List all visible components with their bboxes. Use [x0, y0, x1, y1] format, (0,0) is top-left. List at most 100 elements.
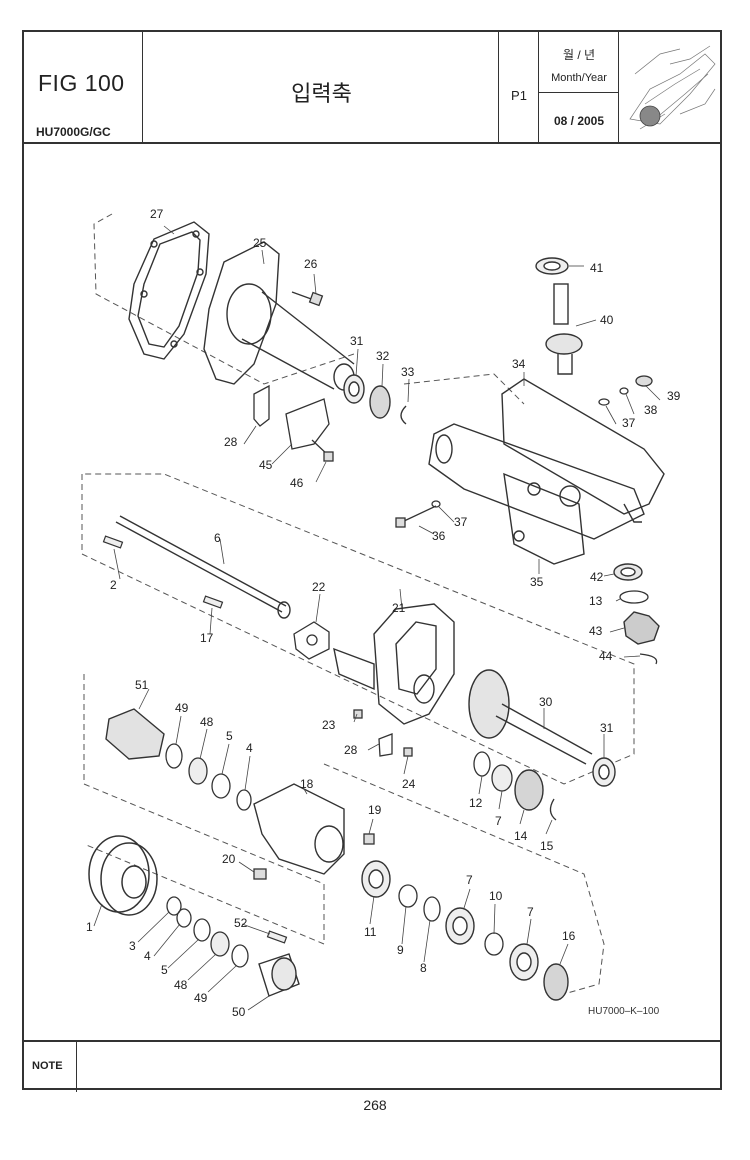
part-clip-33 [400, 405, 407, 425]
date-label-korean: 월 / 년 [562, 48, 596, 62]
part-gear-14 [514, 769, 544, 811]
callout-label: 44 [599, 649, 613, 663]
callout-label: 37 [454, 515, 468, 529]
part-needle-bearing-50 [258, 953, 300, 997]
drawing-reference-code: HU7000–K–100 [588, 1006, 660, 1017]
callout-label: 10 [489, 889, 503, 903]
date-value: 08 / 2005 [553, 114, 605, 128]
part-gasket-27 [128, 221, 210, 360]
part-key-2 [102, 535, 124, 549]
callout-label: 14 [514, 829, 528, 843]
callout-label: 40 [600, 313, 614, 327]
leader-dashed-33 [403, 373, 525, 405]
part-ring-12 [473, 751, 491, 777]
callout-label: 33 [401, 365, 415, 379]
part-key-17 [202, 595, 224, 609]
part-ring-4-lower [176, 908, 192, 928]
callout-label: 28 [344, 743, 358, 757]
group-outline-middle [81, 473, 635, 785]
callout-label: 38 [644, 403, 658, 417]
callout-label: 26 [304, 257, 318, 271]
callout-label: 24 [402, 777, 416, 791]
callout-label: 34 [512, 357, 526, 371]
callout-label: 22 [312, 580, 326, 594]
part-bearing-48-lower [210, 931, 230, 957]
callout-label: 49 [175, 701, 189, 715]
part-ring-3 [166, 896, 182, 916]
part-circlip-8 [423, 896, 441, 922]
part-housing-18 [253, 783, 345, 875]
callout-label: 16 [562, 929, 576, 943]
part-pinion-shaft-40 [545, 283, 583, 375]
callout-label: 37 [622, 416, 636, 430]
part-sprocket-shaft-30 [468, 669, 593, 765]
part-bolt-26 [291, 291, 324, 307]
part-spacer-9 [398, 884, 418, 908]
page-title: 입력축 [291, 81, 352, 106]
part-washers-37-38-39 [598, 375, 653, 406]
callout-label: 1 [86, 920, 93, 934]
callout-label: 7 [527, 905, 534, 919]
callout-label: 31 [350, 334, 364, 348]
group-outline-top [93, 213, 355, 385]
date-label-english: Month/Year [551, 72, 607, 84]
part-bracket-28-top [253, 384, 270, 427]
note-label: NOTE [32, 1060, 63, 1072]
part-bearing-7-upper [491, 764, 513, 792]
page-number: 268 [363, 1097, 387, 1113]
part-pulley-1 [88, 835, 158, 916]
callout-label: 9 [397, 943, 404, 957]
part-sprocket-43 [623, 611, 660, 645]
callout-label: 15 [540, 839, 554, 853]
callout-label: 25 [253, 236, 267, 250]
part-housing-34-35 [428, 378, 665, 565]
part-bearing-7-mid [445, 907, 475, 945]
part-ring-13 [619, 590, 649, 604]
callout-label: 48 [174, 978, 188, 992]
callout-label: 18 [300, 777, 314, 791]
part-ring-49-lower [231, 944, 249, 968]
callout-label: 48 [200, 715, 214, 729]
callout-label: 49 [194, 991, 208, 1005]
part-circlip-5 [211, 773, 231, 799]
callout-label: 7 [495, 814, 502, 828]
callout-label: 2 [110, 578, 117, 592]
group-outline-lower [83, 674, 325, 945]
part-bearing-41 [535, 257, 569, 275]
callout-label: 4 [144, 949, 151, 963]
callout-label: 45 [259, 458, 273, 472]
callout-label: 12 [469, 796, 483, 810]
part-bearing-31-top [343, 374, 365, 404]
callout-label: 27 [150, 207, 164, 221]
part-key-52 [266, 930, 288, 944]
part-bolt-46 [311, 439, 334, 462]
callout-label: 35 [530, 575, 544, 589]
callout-label: 42 [590, 570, 604, 584]
callout-label: 30 [539, 695, 553, 709]
callout-label: 13 [589, 594, 603, 608]
part-clip-15 [549, 798, 557, 821]
part-bolt-23 [353, 709, 363, 719]
part-cover-21 [333, 603, 455, 725]
callout-labels: 27 25 26 41 40 31 32 33 34 39 38 37 28 4… [86, 207, 681, 1019]
callout-label: 43 [589, 624, 603, 638]
part-gear-16 [543, 963, 569, 1001]
callout-label: 6 [214, 531, 221, 545]
part-bolt-24 [403, 747, 413, 757]
part-bearing-42 [613, 563, 643, 581]
part-bearing-7-low [509, 943, 539, 981]
callout-label: 31 [600, 721, 614, 735]
callout-label: 21 [392, 601, 406, 615]
part-bearing-48 [188, 757, 208, 785]
part-ring-4 [236, 789, 252, 811]
callout-label: 20 [222, 852, 236, 866]
callout-label: 11 [364, 925, 377, 939]
callout-label: 52 [234, 916, 248, 930]
sheet-frame: FIG 100 HU7000G/GC 입력축 P1 월 / 년 Month/Ye… [22, 30, 722, 1092]
machine-thumbnail-icon [629, 45, 716, 130]
part-bolt-36 [395, 500, 441, 528]
callout-label: 8 [420, 961, 427, 975]
part-flange-tube-25 [203, 241, 355, 391]
part-bearing-11 [361, 860, 391, 898]
callout-label: 5 [226, 729, 233, 743]
